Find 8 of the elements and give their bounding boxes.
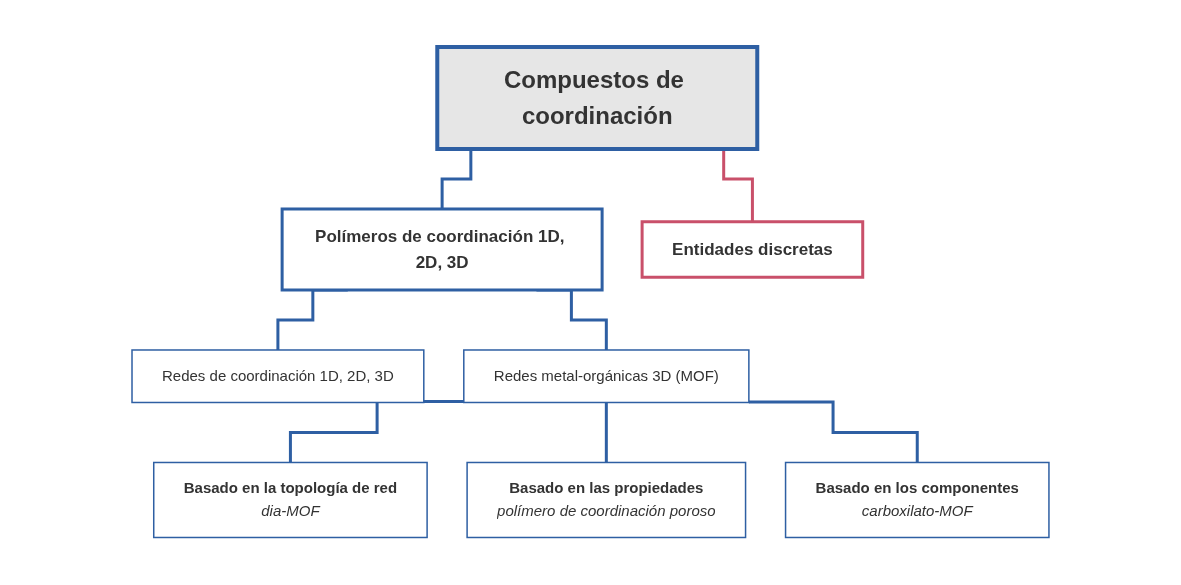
node-box: Basado en la topología de red dia-MOF (153, 462, 428, 539)
node-box: Basado en los componentes carboxilato-MOF (784, 462, 1050, 539)
node-box: Entidades discretas (640, 220, 865, 279)
node-box: Redes metal-orgánicas 3D (MOF) (463, 349, 750, 404)
node-box: Polímeros de coordinación 1D, 2D, 3D (280, 207, 604, 292)
node-box: Basado en las propiedades polímero de coordinación poroso (466, 462, 747, 539)
node-box: Compuestos de coordinación (435, 45, 760, 152)
node-box: Redes de coordinación 1D, 2D, 3D (131, 349, 425, 404)
